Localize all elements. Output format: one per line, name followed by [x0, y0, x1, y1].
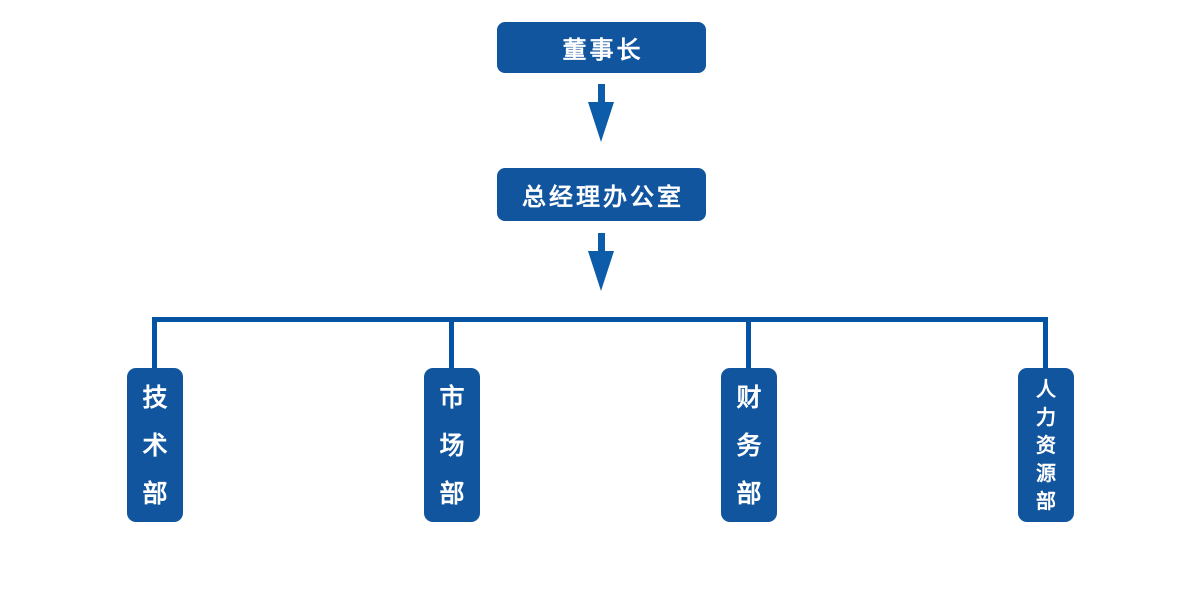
connector-horizontal: [152, 317, 1048, 322]
node-gm-office-label: 总经理办公室: [522, 183, 684, 211]
dept-hr-char: 源: [1036, 461, 1056, 485]
node-dept-technology: 技 术 部: [127, 368, 183, 522]
dept-finance-char: 财: [736, 382, 762, 412]
node-chairman-label: 董事长: [562, 36, 644, 64]
arrow-down-icon: [588, 84, 614, 142]
connector-drop-finance: [746, 317, 751, 369]
node-dept-hr: 人 力 资 源 部: [1018, 368, 1074, 522]
dept-marketing-char: 部: [439, 478, 465, 508]
node-dept-finance: 财 务 部: [721, 368, 777, 522]
arrow-stem: [597, 84, 605, 103]
arrow-head: [588, 251, 614, 291]
connector-drop-technology: [152, 317, 157, 369]
dept-marketing-char: 市: [439, 382, 465, 412]
connector-drop-marketing: [449, 317, 454, 369]
dept-hr-char: 力: [1036, 405, 1056, 429]
dept-finance-char: 部: [736, 478, 762, 508]
dept-hr-char: 资: [1036, 433, 1056, 457]
dept-technology-char: 术: [142, 430, 168, 460]
arrow-stem: [597, 233, 605, 252]
arrow-head: [588, 102, 614, 142]
dept-hr-char: 部: [1036, 489, 1056, 513]
dept-hr-char: 人: [1036, 377, 1056, 401]
dept-marketing-char: 场: [439, 430, 465, 460]
node-gm-office: 总经理办公室: [497, 168, 706, 221]
dept-finance-char: 务: [736, 430, 762, 460]
connector-drop-hr: [1043, 317, 1048, 369]
node-dept-marketing: 市 场 部: [424, 368, 480, 522]
dept-technology-char: 技: [142, 382, 168, 412]
dept-technology-char: 部: [142, 478, 168, 508]
arrow-down-icon: [588, 233, 614, 291]
node-chairman: 董事长: [497, 22, 706, 73]
